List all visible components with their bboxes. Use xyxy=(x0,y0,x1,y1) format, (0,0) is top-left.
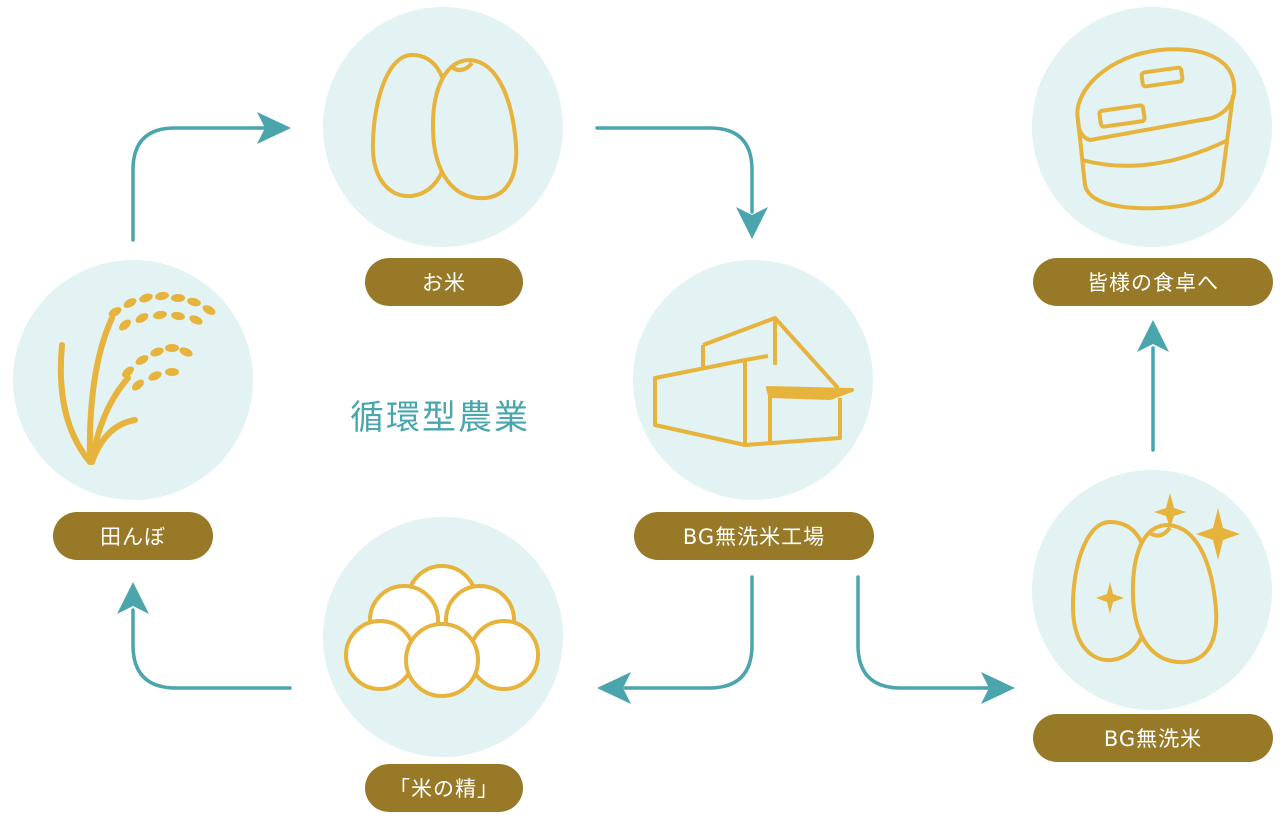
arrow-essence-to-field xyxy=(131,608,292,690)
bgrice-label: BG無洗米 xyxy=(1033,714,1273,762)
flow-arrows xyxy=(131,126,1155,690)
rice-cooker-icon xyxy=(1075,47,1237,211)
sparkling-rice-icon xyxy=(1070,493,1240,665)
rice-label: お米 xyxy=(365,258,523,306)
arrow-rice-to-factory xyxy=(595,126,754,214)
arrowhead-up xyxy=(1137,320,1169,352)
diagram-title: 循環型農業 xyxy=(350,398,530,438)
arrowhead-up xyxy=(117,582,149,614)
rice-plant-icon xyxy=(57,291,216,465)
arrowhead-right xyxy=(257,112,291,144)
factory-label: BG無洗米工場 xyxy=(634,512,874,560)
table-label: 皆様の食卓へ xyxy=(1033,258,1273,306)
arrow-factory-to-bgrice xyxy=(856,575,992,690)
arrow-heads xyxy=(117,112,1169,704)
field-label: 田んぼ xyxy=(53,512,213,560)
essence-label: 「米の精」 xyxy=(365,764,523,812)
arrow-field-to-rice xyxy=(131,126,267,242)
rice-essence-balls-icon xyxy=(344,564,540,698)
arrowhead-down xyxy=(736,207,768,239)
arrowhead-right xyxy=(981,672,1015,704)
field-circle xyxy=(13,260,253,500)
rice-grains-icon xyxy=(370,52,519,201)
factory-circle xyxy=(633,260,873,500)
factory-icon xyxy=(653,316,854,447)
arrowhead-left xyxy=(597,672,631,704)
arrow-factory-to-essence xyxy=(623,575,754,690)
